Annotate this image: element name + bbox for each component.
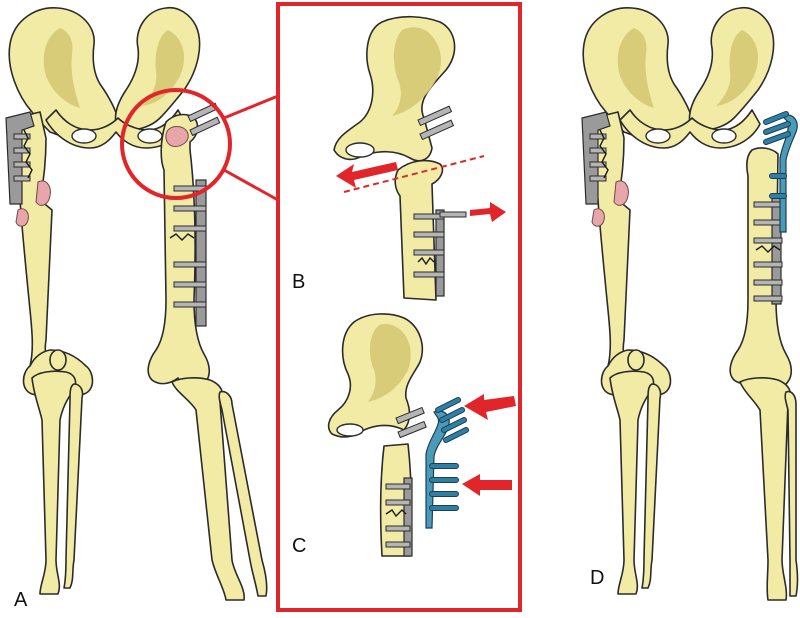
arrow-right-icon [470, 202, 506, 222]
arrow-screw-icon [462, 474, 512, 496]
panel-d-right-tibia [739, 377, 799, 601]
panel-label-d: D [590, 567, 604, 589]
panel-d-pelvis [582, 6, 775, 149]
panel-a-pelvis [8, 6, 201, 149]
blue-reconstruction-plate [425, 397, 469, 529]
arrow-plate-icon [464, 394, 516, 420]
panel-label-c: C [292, 535, 306, 557]
panel-a-left-tibia [31, 370, 84, 595]
panel-d: D [581, 6, 799, 601]
osteotomy-dashed-line [343, 155, 485, 193]
highlight-circle [120, 88, 232, 200]
panel-a: A [5, 6, 268, 611]
panel-a-right-tibia [171, 377, 268, 601]
panel-d-left-tibia [609, 370, 662, 595]
panel-d-blue-plate [763, 111, 798, 233]
panel-label-a: A [14, 589, 28, 611]
arrow-left-icon [336, 162, 398, 188]
panel-b: B [292, 15, 506, 301]
zoom-connector [223, 94, 279, 202]
panel-a-left-femur [5, 111, 94, 399]
panel-d-right-femur [729, 147, 793, 389]
panel-a-right-femur [147, 102, 221, 389]
panel-c: C [292, 313, 516, 557]
panel-label-b: B [292, 271, 305, 293]
panel-d-left-femur [581, 111, 672, 399]
